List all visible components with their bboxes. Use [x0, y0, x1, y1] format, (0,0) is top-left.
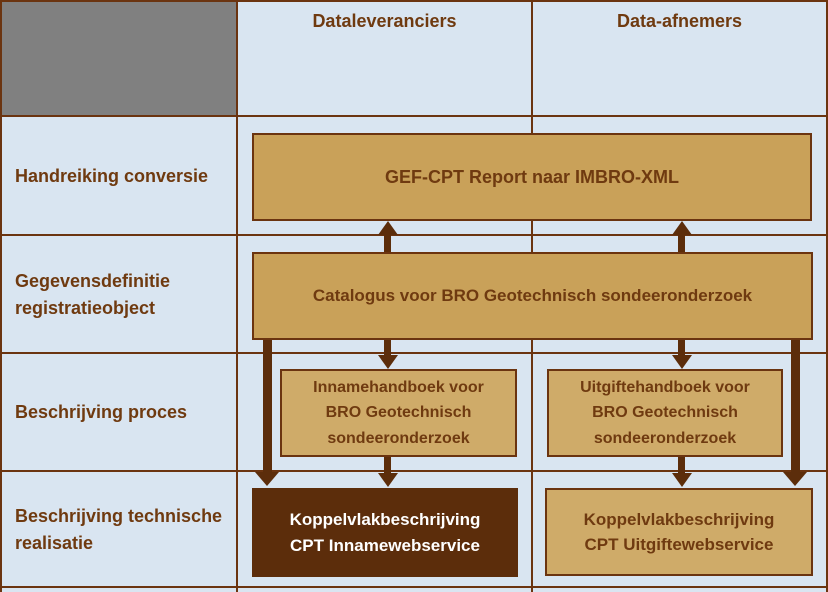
box-inname-handboek: Innamehandboek voor BRO Geotechnisch son…: [280, 369, 517, 457]
arrow-catalogus-to-koppelvlak-uitgifte-head: [783, 472, 807, 486]
grid-line-right: [826, 0, 828, 592]
box-gef-cpt-report: GEF-CPT Report naar IMBRO-XML: [252, 133, 812, 221]
column-header-dataleveranciers: Dataleveranciers: [312, 11, 457, 31]
arrow-catalogus-to-gef-right-shaft: [678, 233, 685, 252]
arrow-catalogus-to-koppelvlak-inname-shaft: [263, 340, 272, 473]
arrow-catalogus-to-inname-handboek-shaft: [384, 340, 391, 356]
arrow-catalogus-to-koppelvlak-inname-head: [255, 472, 279, 486]
grid-line-top: [0, 0, 828, 2]
box-koppelvlak-inname: Koppelvlakbeschrijving CPT Innamewebserv…: [252, 488, 518, 577]
corner-cell: [2, 2, 236, 115]
row-label-gegevensdefinitie-registratieobject: Gegevensdefinitie registratieobject: [15, 271, 171, 318]
row-label-handreiking-conversie: Handreiking conversie: [15, 165, 209, 186]
column-header-data-afnemers: Data-afnemers: [616, 11, 743, 31]
arrow-catalogus-to-uitgifte-handboek-head: [672, 355, 692, 369]
row-label-beschrijving-proces: Beschrijving proces: [15, 401, 188, 422]
arrow-catalogus-to-gef-right-head: [672, 221, 692, 235]
grid-line-row3: [0, 352, 828, 354]
arrow-catalogus-to-gef-left-shaft: [384, 233, 391, 252]
grid-line-left: [0, 0, 2, 592]
box-koppelvlak-uitgifte: Koppelvlakbeschrijving CPT Uitgiftewebse…: [545, 488, 813, 576]
arrow-catalogus-to-uitgifte-handboek-shaft: [678, 340, 685, 356]
grid-line-row4: [0, 470, 828, 472]
arrow-inname-handboek-to-koppelvlak-shaft: [384, 457, 391, 474]
box-catalogus: Catalogus voor BRO Geotechnisch sondeero…: [252, 252, 813, 340]
arrow-catalogus-to-inname-handboek-head: [378, 355, 398, 369]
arrow-inname-handboek-to-koppelvlak-head: [378, 473, 398, 487]
box-uitgifte-handboek: Uitgiftehandboek voor BRO Geotechnisch s…: [547, 369, 783, 457]
arrow-uitgifte-handboek-to-koppelvlak-shaft: [678, 457, 685, 474]
arrow-catalogus-to-koppelvlak-uitgifte-shaft: [791, 340, 800, 473]
grid-line-row1: [0, 115, 828, 117]
grid-line-col1: [236, 0, 238, 592]
grid-line-row2: [0, 234, 828, 236]
arrow-catalogus-to-gef-left-head: [378, 221, 398, 235]
row-label-beschrijving-technische-realisatie: Beschrijving technische realisatie: [15, 506, 223, 553]
grid-line-bottom: [0, 586, 828, 588]
arrow-uitgifte-handboek-to-koppelvlak-head: [672, 473, 692, 487]
